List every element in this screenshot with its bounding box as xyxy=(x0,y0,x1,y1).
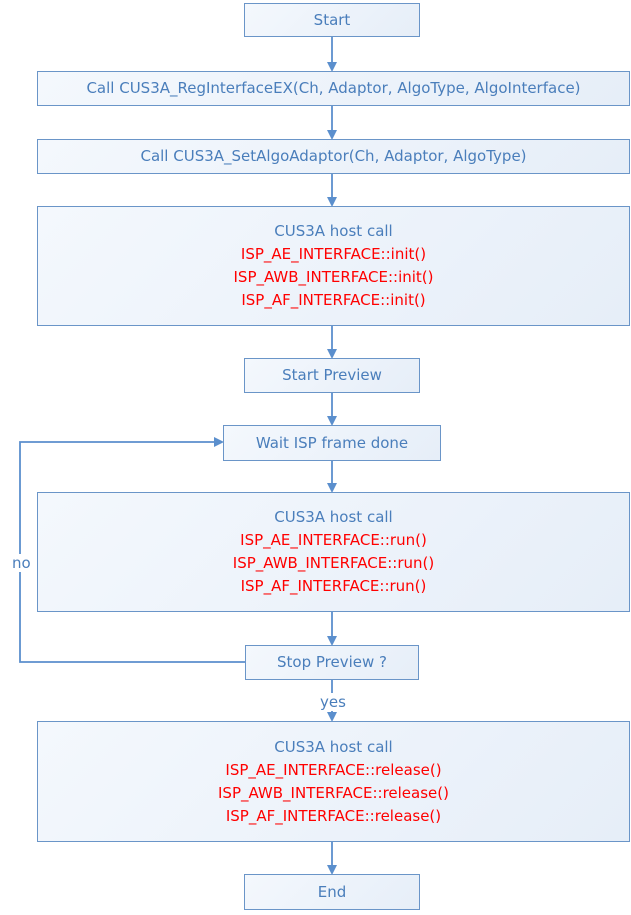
init-af-line: ISP_AF_INTERFACE::init() xyxy=(241,291,426,309)
release-awb-line: ISP_AWB_INTERFACE::release() xyxy=(218,783,449,802)
stop-preview-node: Stop Preview ? xyxy=(245,645,419,680)
run-awb-line: ISP_AWB_INTERFACE::run() xyxy=(232,554,435,572)
set-algo-node: Call CUS3A_SetAlgoAdaptor(Ch, Adaptor, A… xyxy=(37,139,630,174)
release-call-node: CUS3A host call ISP_AE_INTERFACE::releas… xyxy=(37,721,630,842)
run-af-line: ISP_AF_INTERFACE::run() xyxy=(240,577,427,595)
loop-back-connector xyxy=(19,437,245,663)
start-label: Start xyxy=(313,10,351,29)
wait-frame-label: Wait ISP frame done xyxy=(255,433,409,452)
end-label: End xyxy=(317,882,347,901)
init-call-title: CUS3A host call xyxy=(274,222,393,240)
start-preview-node: Start Preview xyxy=(244,358,420,393)
run-ae-line: ISP_AE_INTERFACE::run() xyxy=(240,531,427,549)
release-af-line: ISP_AF_INTERFACE::release() xyxy=(225,806,442,825)
reg-interface-label: Call CUS3A_RegInterfaceEX(Ch, Adaptor, A… xyxy=(86,79,581,97)
no-edge-label: no xyxy=(11,554,32,572)
init-ae-line: ISP_AE_INTERFACE::init() xyxy=(240,245,427,263)
set-algo-label: Call CUS3A_SetAlgoAdaptor(Ch, Adaptor, A… xyxy=(140,147,527,165)
reg-interface-node: Call CUS3A_RegInterfaceEX(Ch, Adaptor, A… xyxy=(37,71,630,106)
yes-edge-label: yes xyxy=(318,693,348,711)
end-node: End xyxy=(244,874,420,910)
init-call-node: CUS3A host call ISP_AE_INTERFACE::init()… xyxy=(37,206,630,326)
init-awb-line: ISP_AWB_INTERFACE::init() xyxy=(233,268,434,286)
stop-preview-label: Stop Preview ? xyxy=(277,653,387,671)
start-node: Start xyxy=(244,3,420,37)
release-ae-line: ISP_AE_INTERFACE::release() xyxy=(225,760,442,779)
wait-frame-node: Wait ISP frame done xyxy=(223,425,441,461)
release-call-title: CUS3A host call xyxy=(274,737,393,756)
run-call-title: CUS3A host call xyxy=(274,508,393,526)
run-call-node: CUS3A host call ISP_AE_INTERFACE::run() … xyxy=(37,492,630,612)
start-preview-label: Start Preview xyxy=(282,366,382,384)
